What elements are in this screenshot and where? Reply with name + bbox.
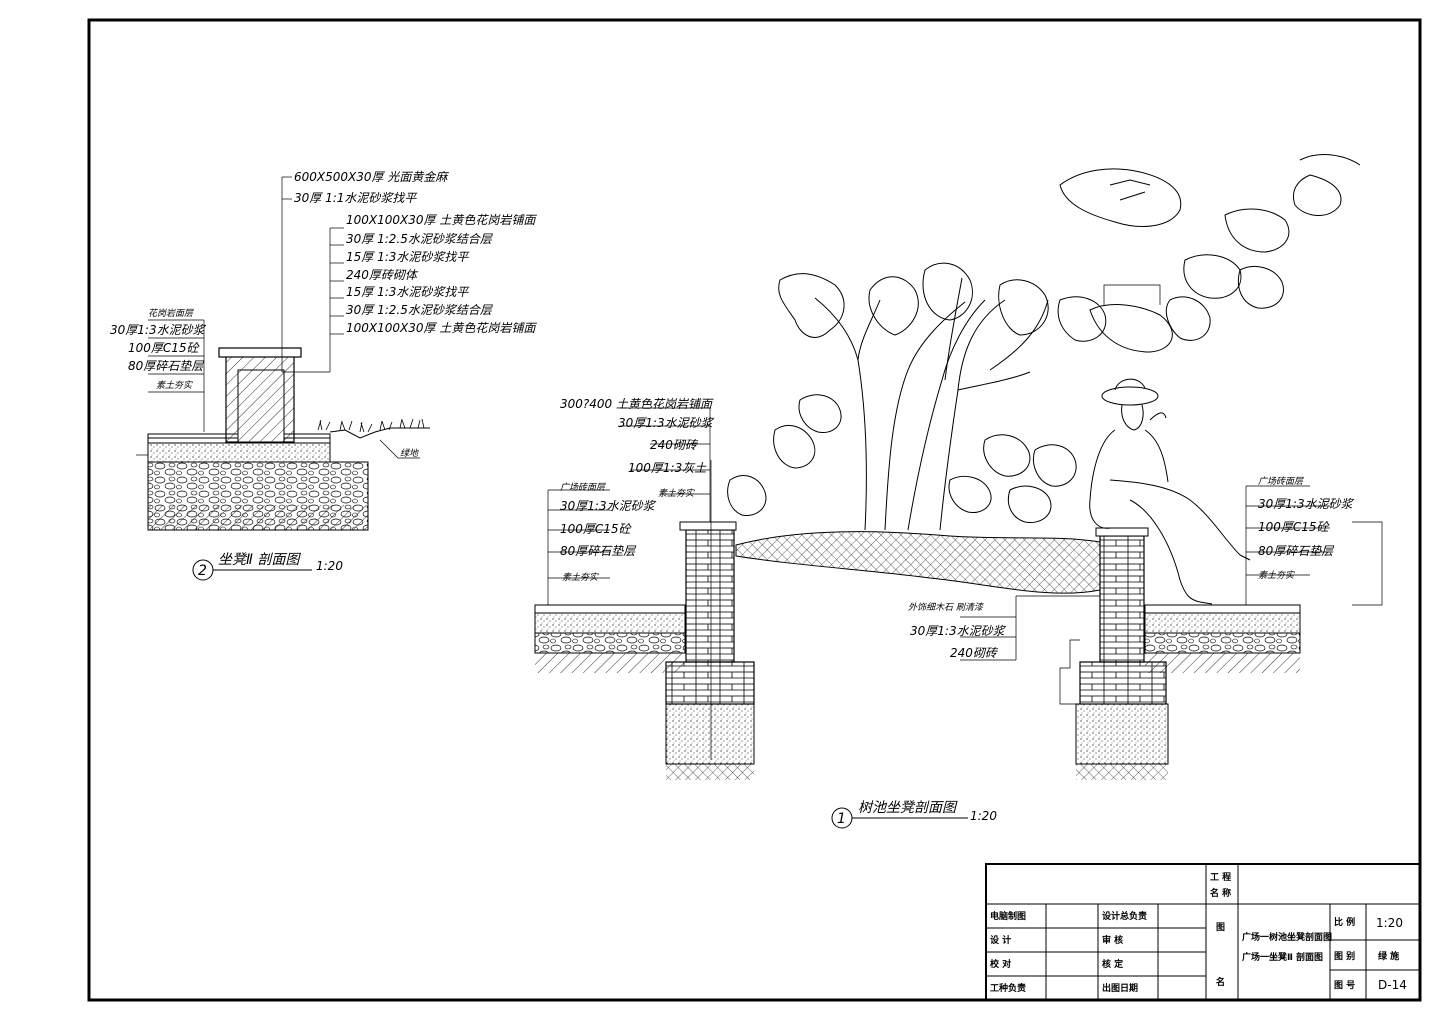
seated-figure-illustration — [1089, 378, 1251, 605]
section1-left-label-4: 素土夯实 — [562, 572, 599, 583]
tb-row0-a: 电脑制图 — [990, 910, 1026, 922]
section1-left-top-label-3: 100厚1:3灰土 — [628, 461, 707, 475]
section1-left-label-2: 100厚C15砼 — [560, 522, 633, 536]
section1-right-footing — [1079, 661, 1167, 705]
section1-right-label-4: 素土夯实 — [1258, 570, 1295, 581]
tree-illustration — [727, 154, 1361, 531]
section1-right-foundation — [1075, 703, 1169, 765]
section1-left-pillar — [685, 529, 735, 663]
tb-row2-b: 核 定 — [1102, 958, 1124, 970]
section1-drawing: 300?400 土黄色花岗岩铺面 30厚1:3水泥砂浆 240砌砖 100厚1:… — [534, 154, 1383, 829]
section2-soil-hatch — [148, 505, 368, 530]
section2-left-label-1: 30厚1:3水泥砂浆 — [110, 323, 207, 337]
section1-right-label-3: 80厚碎石垫层 — [1258, 544, 1334, 558]
section2-label-4: 15厚 1:3水泥砂浆找平 — [346, 250, 470, 264]
section1-center-label-1: 30厚1:3水泥砂浆 — [910, 624, 1007, 638]
scale-label: 比 例 — [1334, 916, 1355, 928]
section1-left-top-label-4: 素土夯实 — [658, 488, 695, 499]
section2-label-8: 100X100X30厚 土黄色花岗岩铺面 — [346, 321, 537, 335]
project-label-1: 工 程 — [1210, 871, 1231, 883]
section1-center-label-2: 240砌砖 — [950, 646, 999, 660]
section2-label-6: 15厚 1:3水泥砂浆找平 — [346, 285, 470, 299]
section1-center-label-0: 外饰细木石 刷清漆 — [908, 602, 985, 613]
section2-label-5: 240厚砖砌体 — [346, 268, 419, 282]
scale-value: 1:20 — [1376, 916, 1403, 930]
section2-label-1: 30厚 1:1水泥砂浆找平 — [294, 191, 418, 205]
section2-grass-label: 绿地 — [400, 448, 419, 459]
section1-soil-mound — [735, 531, 1101, 594]
section2-left-label-0: 花岗岩面层 — [148, 308, 194, 319]
drawing-label-1: 图 — [1216, 922, 1225, 933]
number-label: 图 号 — [1334, 980, 1355, 991]
section1-left-foundation — [665, 703, 755, 765]
section2-title: 坐凳Ⅱ 剖面图 — [218, 552, 301, 568]
section2-number: 2 — [198, 563, 207, 579]
section1-left-top-label-1: 30厚1:3水泥砂浆 — [618, 416, 715, 430]
number-value: D-14 — [1378, 978, 1407, 992]
section2-left-label-4: 素土夯实 — [156, 380, 193, 391]
section1-left-top-label-0: 300?400 土黄色花岗岩铺面 — [560, 397, 714, 411]
section2-left-label-2: 100厚C15砼 — [128, 341, 201, 355]
section1-right-paving — [1144, 604, 1301, 614]
section2-label-2: 100X100X30厚 土黄色花岗岩铺面 — [346, 213, 537, 227]
section1-left-label-0: 广场砖面层 — [560, 482, 606, 493]
tb-row1-a: 设 计 — [990, 934, 1011, 946]
section2-label-7: 30厚 1:2.5水泥砂浆结合层 — [346, 303, 493, 317]
section1-right-pillar — [1099, 535, 1145, 663]
tb-row1-b: 审 核 — [1102, 934, 1123, 946]
section1-number: 1 — [837, 811, 846, 827]
section1-left-label-1: 30厚1:3水泥砂浆 — [560, 499, 657, 513]
section2-label-0: 600X500X30厚 光面黄金麻 — [294, 170, 449, 184]
section2-label-3: 30厚 1:2.5水泥砂浆结合层 — [346, 232, 493, 246]
tb-row3-b: 出图日期 — [1102, 982, 1138, 994]
drawing-label-2: 名 — [1216, 976, 1225, 988]
section1-title: 树池坐凳剖面图 — [858, 800, 958, 816]
section1-right-label-0: 广场砖面层 — [1258, 476, 1304, 487]
section1-left-label-3: 80厚碎石垫层 — [560, 544, 636, 558]
tb-row0-b: 设计总负责 — [1102, 910, 1147, 922]
section2-scale: 1:20 — [316, 559, 343, 573]
category-label: 图 别 — [1334, 950, 1355, 962]
section1-scale: 1:20 — [970, 809, 997, 823]
tb-row3-a: 工种负责 — [990, 982, 1026, 994]
project-label-2: 名 称 — [1210, 887, 1231, 899]
drawing-name-2: 广场一坐凳Ⅱ 剖面图 — [1242, 951, 1323, 963]
section2-drawing: 绿地 600X500X30厚 光面黄金麻 30 — [110, 170, 537, 581]
section2-bench-cap — [218, 347, 302, 358]
drawing-name-1: 广场一树池坐凳剖面图 — [1242, 931, 1332, 943]
sheet-border — [87, 18, 1422, 1002]
section1-left-paving — [534, 604, 686, 614]
tb-row2-a: 校 对 — [990, 958, 1011, 970]
section2-concrete — [147, 442, 331, 463]
section1-right-label-1: 30厚1:3水泥砂浆 — [1258, 497, 1355, 511]
section1-right-label-2: 100厚C15砼 — [1258, 520, 1331, 534]
category-value: 绿 施 — [1378, 950, 1399, 962]
section2-left-label-3: 80厚碎石垫层 — [128, 359, 204, 373]
section2-grass — [317, 418, 425, 433]
title-block: 工 程 名 称 电脑制图 设计总负责 设 计 审 核 校 对 核 定 工种负责 … — [985, 863, 1421, 1001]
section1-left-footing — [665, 661, 755, 705]
section1-left-top-label-2: 240砌砖 — [650, 438, 699, 452]
